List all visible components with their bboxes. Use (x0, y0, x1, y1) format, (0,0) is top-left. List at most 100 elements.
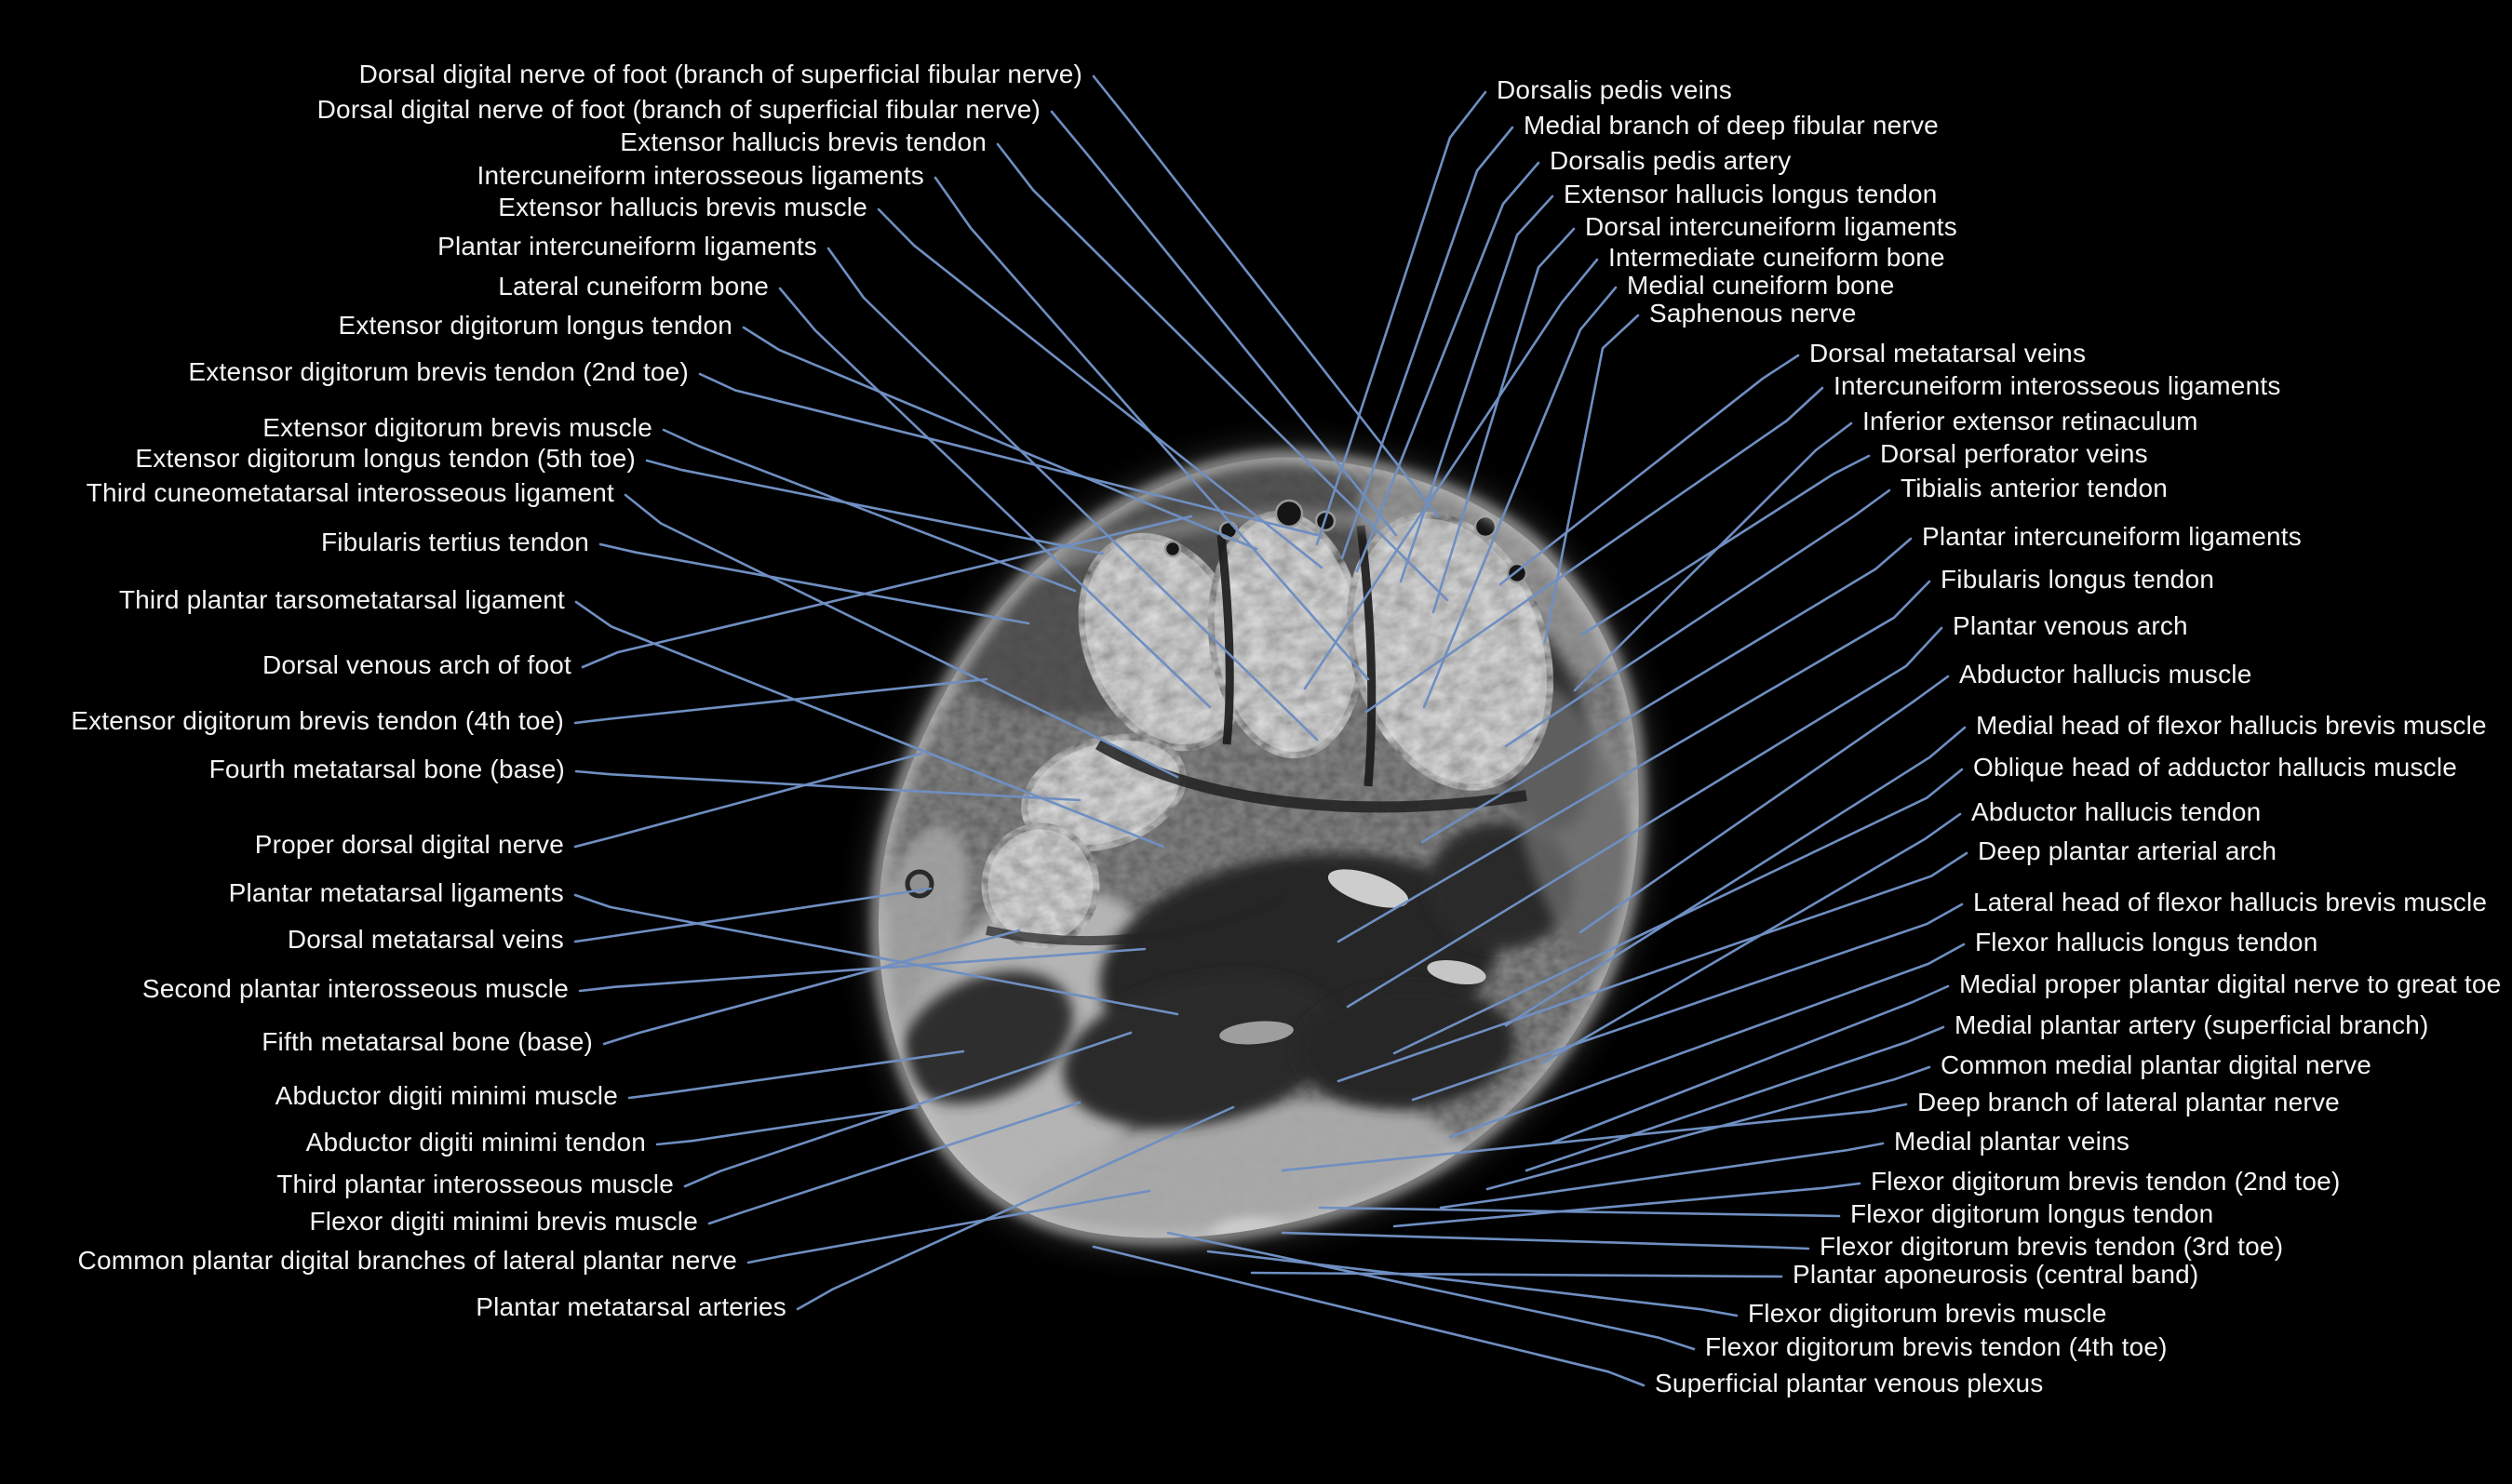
leader-line (627, 1049, 965, 1100)
anatomy-label: Dorsal digital nerve of foot (branch of … (358, 60, 1082, 88)
leader-line (573, 893, 1179, 1016)
leader-line (778, 287, 1212, 709)
anatomy-label: Flexor digitorum brevis tendon (3rd toe) (1820, 1232, 2284, 1261)
anatomy-label: Intermediate cuneiform bone (1608, 243, 1945, 272)
leader-lines (573, 74, 1968, 1387)
leader-line (1281, 1103, 1908, 1172)
anatomy-label: Lateral cuneiform bone (498, 272, 769, 301)
anatomy-label: Second plantar interosseous muscle (141, 974, 569, 1003)
leader-line (996, 142, 1449, 602)
mri-plantar-cleft (985, 893, 1287, 946)
anatomy-label: Extensor digitorum longus tendon (5th to… (135, 444, 636, 473)
anatomy-label: Superficial plantar venous plexus (1655, 1369, 2044, 1397)
anatomy-label: Medial plantar artery (superficial branc… (1955, 1010, 2429, 1039)
anatomy-label: Abductor hallucis tendon (1971, 797, 2262, 826)
leader-line (1422, 286, 1618, 709)
leader-line (578, 947, 1147, 993)
anatomy-label: Flexor digiti minimi brevis muscle (309, 1207, 698, 1236)
leader-line (662, 428, 1077, 593)
anatomy-label: Flexor hallucis longus tendon (1975, 928, 2318, 956)
anatomy-label: Medial cuneiform bone (1627, 271, 1895, 300)
mri-abductor-hallucis-band (1511, 684, 1639, 982)
leader-line (707, 1101, 1081, 1225)
leader-line (1580, 454, 1871, 636)
anatomy-label: Extensor digitorum brevis tendon (2nd to… (188, 357, 689, 386)
anatomy-label: Fifth metatarsal bone (base) (262, 1027, 593, 1056)
mri-bright-septum (1219, 1021, 1294, 1045)
anatomy-label: Medial branch of deep fibular nerve (1524, 111, 1939, 140)
leader-line (602, 929, 1021, 1046)
anatomy-label: Fourth metatarsal bone (base) (208, 755, 565, 783)
anatomy-label: Flexor digitorum brevis tendon (4th toe) (1705, 1332, 2168, 1361)
leader-line (1541, 812, 1962, 1064)
leader-line (1281, 1231, 1810, 1250)
leader-line (655, 1105, 919, 1146)
leader-line (1411, 902, 1964, 1102)
leader-line (826, 247, 1319, 742)
anatomy-label: Medial proper plantar digital nerve to g… (1959, 969, 2502, 998)
anatomy-label: Lateral head of flexor hallucis brevis m… (1973, 888, 2488, 916)
leader-line (1092, 1245, 1646, 1387)
leader-line (1166, 1231, 1696, 1351)
anatomy-label: Extensor hallucis brevis tendon (620, 127, 987, 156)
anatomy-label: Deep branch of lateral plantar nerve (1917, 1088, 2340, 1116)
leader-line (573, 752, 923, 849)
mri-dorsal-bright-band (1030, 510, 1529, 579)
leader-line (1050, 110, 1398, 537)
anatomy-label: Inferior extensor retinaculum (1862, 407, 2198, 435)
anatomy-label: Plantar metatarsal arteries (476, 1292, 786, 1321)
anatomy-label: Medial head of flexor hallucis brevis mu… (1976, 711, 2487, 740)
leader-line (1578, 675, 1950, 934)
leader-line (1392, 1182, 1861, 1228)
anatomy-label: Fibularis tertius tendon (320, 528, 589, 556)
anatomy-label: Plantar intercuneiform ligaments (1922, 522, 2302, 551)
anatomy-label: Tibialis anterior tendon (1901, 474, 2169, 502)
leader-line (574, 600, 1165, 849)
leader-line (1399, 194, 1554, 583)
leader-line (1498, 354, 1800, 586)
mri-bright-septum (1427, 959, 1486, 985)
anatomy-label: Saphenous nerve (1649, 299, 1857, 328)
leader-line (746, 1189, 1151, 1264)
mri-abductor-digiti-minimi (900, 970, 1073, 1104)
mri-tendon-dot (1163, 540, 1182, 558)
leader-line (796, 1105, 1235, 1311)
anatomy-label: Dorsal metatarsal veins (287, 925, 564, 954)
leader-line (1504, 726, 1967, 1027)
anatomy-label: Medial plantar veins (1894, 1127, 2130, 1156)
leader-line (1551, 984, 1950, 1144)
leader-line (1504, 488, 1891, 748)
mri-bone-fissure (1216, 534, 1234, 745)
anatomy-label: Third plantar tarsometatarsal ligament (118, 585, 565, 614)
anatomy-label: Extensor digitorum longus tendon (338, 311, 732, 340)
anatomy-label: Plantar metatarsal ligaments (228, 878, 564, 907)
leader-line (1573, 421, 1853, 692)
anatomy-label: Intercuneiform interosseous ligaments (1834, 371, 2281, 400)
leader-line (1340, 126, 1514, 560)
anatomy-label: Dorsal digital nerve of foot (branch of … (316, 95, 1041, 124)
anatomy-label: Flexor digitorum longus tendon (1850, 1199, 2214, 1228)
anatomy-label: Abductor hallucis muscle (1959, 660, 2252, 689)
anatomy-label: Flexor digitorum brevis muscle (1748, 1299, 2107, 1328)
anatomy-label: Common plantar digital branches of later… (77, 1246, 737, 1275)
mri-fifth-metatarsal-base (981, 822, 1100, 949)
leader-line (1092, 74, 1440, 518)
leader-line (1485, 1065, 1931, 1191)
leader-line (1392, 768, 1964, 1055)
anatomy-label: Extensor digitorum brevis tendon (4th to… (71, 706, 564, 735)
anatomy-label: Abductor digiti minimi muscle (275, 1081, 618, 1110)
anatomy-label: Extensor digitorum brevis muscle (262, 413, 652, 442)
leader-line (877, 207, 1323, 569)
anatomy-label: Dorsal intercuneiform ligaments (1585, 212, 1957, 241)
anatomy-label: Intercuneiform interosseous ligaments (477, 161, 924, 190)
leader-line (1303, 258, 1599, 690)
anatomy-label: Dorsal metatarsal veins (1809, 339, 2087, 368)
anatomy-label: Abductor digiti minimi tendon (305, 1128, 646, 1156)
leader-line (1448, 943, 1966, 1139)
leader-line (581, 515, 1193, 669)
leader-line (742, 326, 1258, 551)
mri-skin-outline (872, 451, 1645, 1244)
leader-line (1315, 90, 1487, 546)
